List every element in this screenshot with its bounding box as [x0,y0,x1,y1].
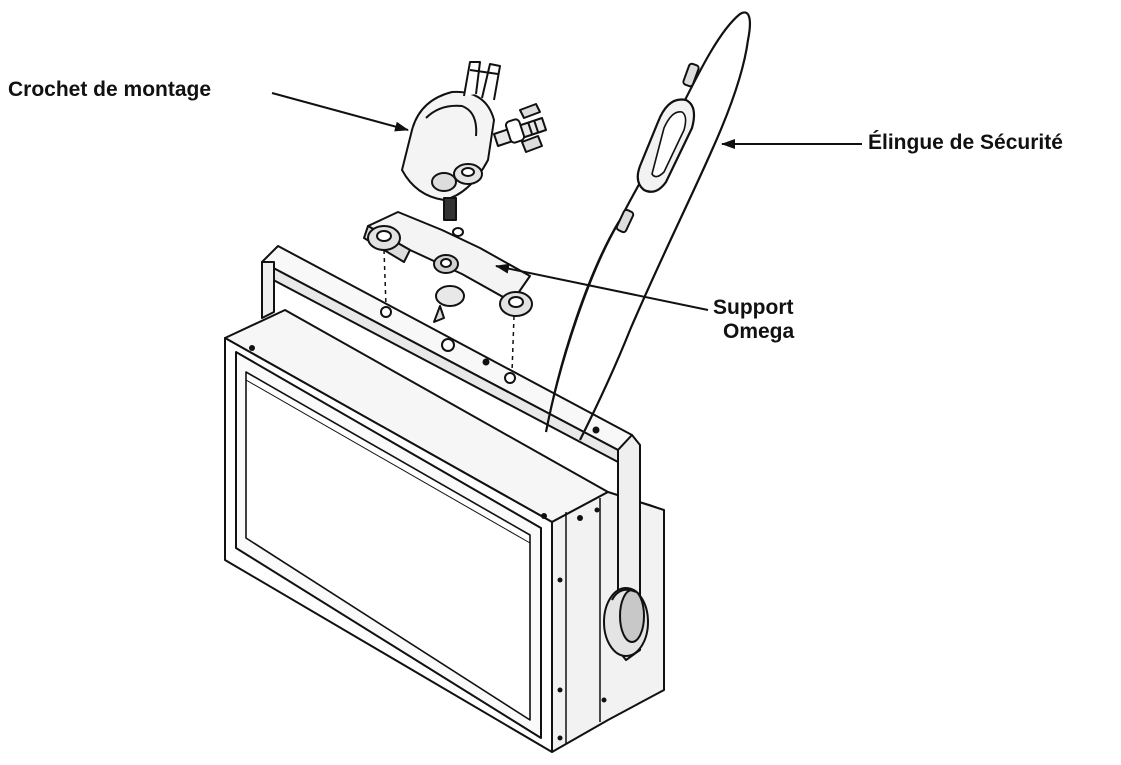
callout-omega-line1: Support [713,296,794,319]
alignment-lines [383,249,515,373]
callout-omega-line2: Omega [723,320,795,343]
callout-omega-bracket: Support Omega [713,296,794,344]
yoke-knob [603,587,649,657]
leader-lines [271,92,862,311]
fixture-body [224,309,665,753]
callout-mounting-hook: Crochet de montage [8,78,212,101]
callout-safety-cable: Élingue de Sécurité [868,131,1063,154]
safety-cable [544,11,751,441]
leader-omega-bracket [495,263,709,311]
leader-mounting-hook [271,92,409,132]
omega-bracket [363,211,533,323]
mounting-clamp [401,61,547,221]
